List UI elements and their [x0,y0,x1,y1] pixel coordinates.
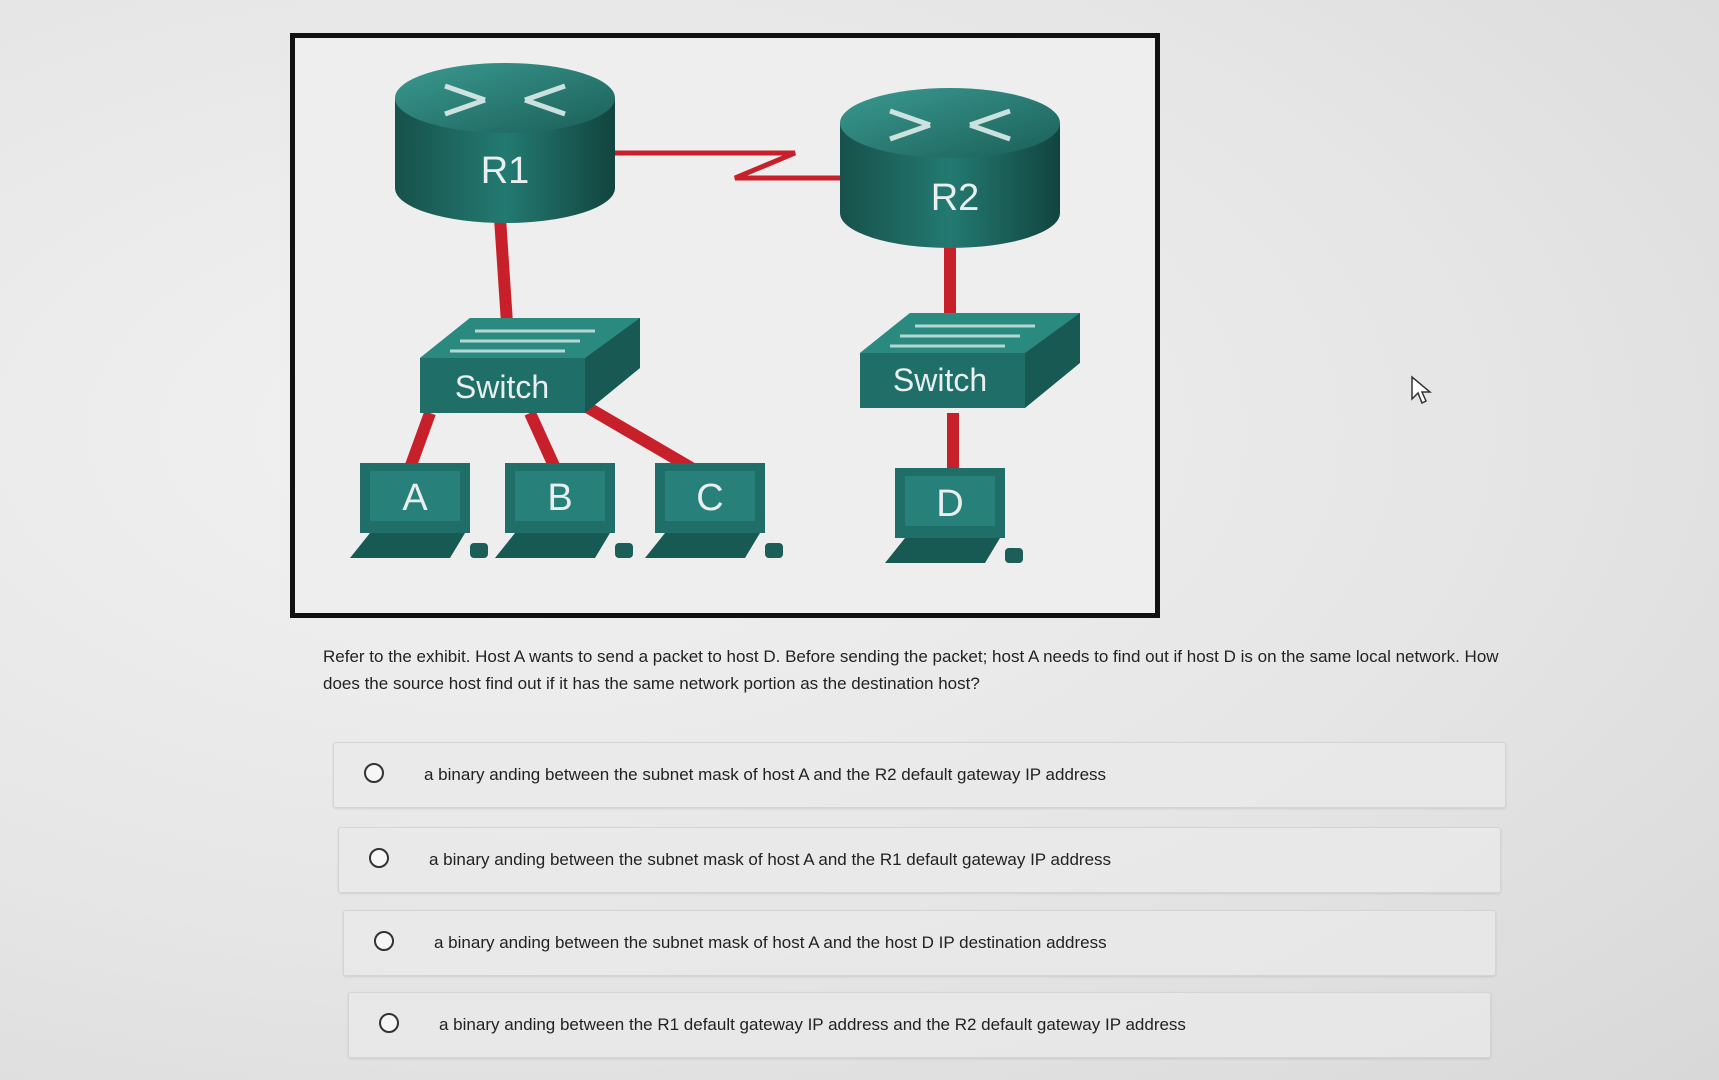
answer-option-4[interactable]: a binary anding between the R1 default g… [348,992,1491,1058]
exhibit-frame: R1 R2 Switch [290,33,1160,618]
answer-option-1[interactable]: a binary anding between the subnet mask … [333,742,1506,808]
switch-right-label: Switch [893,362,987,398]
host-b-label: B [547,477,572,519]
network-diagram: R1 R2 Switch [350,63,1080,563]
router-r2: R2 [840,88,1060,248]
host-a-label: A [402,477,428,519]
link-switch-a [404,410,436,471]
radio-button[interactable] [374,931,394,951]
radio-button[interactable] [364,763,384,783]
link-switch-b [524,410,561,471]
switch-left-label: Switch [455,369,549,405]
mouse-cursor-icon [1411,375,1432,405]
answer-option-label: a binary anding between the R1 default g… [439,1015,1186,1034]
radio-button[interactable] [379,1013,399,1033]
host-d: D [885,468,1023,563]
switch-arrows-icon [450,329,595,353]
switch-left: Switch [420,318,640,413]
switch-right: Switch [860,313,1080,408]
router-r1-label: R1 [481,150,530,192]
link-switch-c [576,397,704,479]
router-arrows-icon [889,108,1011,142]
answer-option-3[interactable]: a binary anding between the subnet mask … [343,910,1496,976]
answer-option-label: a binary anding between the subnet mask … [434,933,1107,952]
wan-link [595,150,885,181]
answer-option-label: a binary anding between the subnet mask … [424,765,1107,784]
answer-option-label: a binary anding between the subnet mask … [429,850,1112,869]
answer-option-2[interactable]: a binary anding between the subnet mask … [338,827,1501,893]
host-d-label: D [936,483,963,525]
router-r1: R1 [395,63,615,223]
link-r1-switch [494,217,513,324]
router-arrows-icon [444,83,566,117]
switch-arrows-icon [890,324,1035,348]
router-r2-label: R2 [931,177,980,219]
question-text: Refer to the exhibit. Host A wants to se… [323,647,1499,693]
host-a: A [350,463,488,558]
radio-button[interactable] [369,848,389,868]
host-c: C [645,463,783,558]
host-b: B [495,463,633,558]
host-c-label: C [696,477,723,519]
